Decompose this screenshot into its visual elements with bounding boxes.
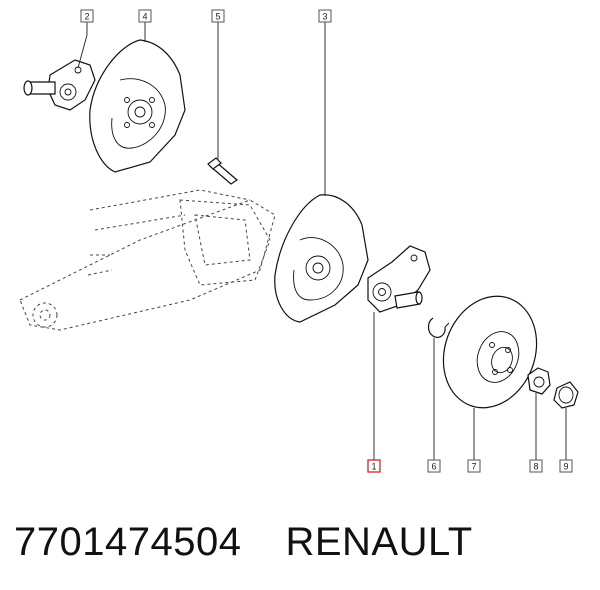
exploded-parts-diagram: 2 4 5 3 1 6 7 8 9 <box>19 9 579 473</box>
part-5-bolt <box>207 157 238 185</box>
part-6-circlip <box>427 317 450 339</box>
callout-1: 1 <box>367 459 381 473</box>
leader-lines <box>77 22 567 460</box>
callout-8: 8 <box>529 459 543 473</box>
svg-text:3: 3 <box>322 12 327 22</box>
part-number: 7701474504 <box>14 519 242 564</box>
svg-text:4: 4 <box>142 12 147 22</box>
svg-text:2: 2 <box>84 12 89 22</box>
rear-axle-beam-ghost <box>19 189 276 331</box>
part-caption: 7701474504 RENAULT <box>14 512 473 572</box>
svg-text:5: 5 <box>215 12 220 22</box>
part-9-dust-cap <box>553 381 579 409</box>
callout-9: 9 <box>559 459 573 473</box>
part-3-backing-plate <box>274 194 369 323</box>
callout-3: 3 <box>318 9 332 23</box>
callout-5: 5 <box>211 9 225 23</box>
svg-text:6: 6 <box>431 462 436 472</box>
brand-name: RENAULT <box>285 519 473 564</box>
svg-text:7: 7 <box>471 462 476 472</box>
part-7-brake-disc <box>442 295 538 409</box>
part-2-stub-axle-carrier <box>23 59 96 111</box>
part-8-hub-nut <box>527 367 551 395</box>
callout-7: 7 <box>467 459 481 473</box>
callout-4: 4 <box>138 9 152 23</box>
svg-text:1: 1 <box>371 462 376 472</box>
part-4-backing-plate <box>89 39 186 173</box>
svg-text:8: 8 <box>533 462 538 472</box>
part-1-stub-axle <box>367 245 431 313</box>
callout-2: 2 <box>80 9 94 23</box>
callout-6: 6 <box>427 459 441 473</box>
svg-text:9: 9 <box>563 462 568 472</box>
